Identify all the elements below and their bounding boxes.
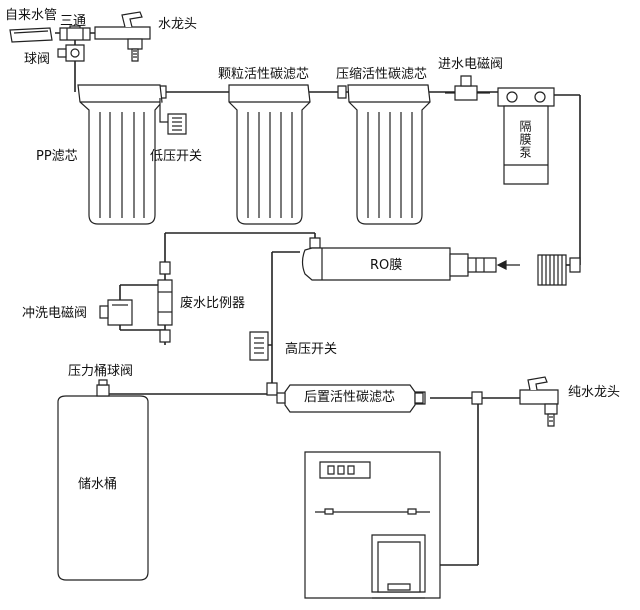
faucet-label: 水龙头	[158, 17, 198, 32]
post-carbon-label: 后置活性碳滤芯	[304, 390, 396, 405]
high-pressure-switch	[250, 332, 268, 360]
inlet-solenoid-label: 进水电磁阀	[438, 57, 504, 72]
tee-label: 三通	[60, 14, 87, 29]
inlet-solenoid-valve	[445, 76, 490, 100]
ro-membrane-label: RO膜	[370, 258, 403, 273]
ro-membrane	[303, 248, 521, 280]
waste-ratio-label: 废水比例器	[180, 296, 246, 311]
tap-water-pipe	[10, 28, 52, 42]
compressed-carbon-housing	[348, 85, 430, 224]
tank-ball-valve-label: 压力桶球阀	[68, 364, 134, 379]
ro-inlet-fitting	[538, 255, 566, 285]
water-dispenser	[305, 452, 440, 598]
diaphragm-pump	[498, 88, 554, 184]
high-pressure-switch-label: 高压开关	[285, 342, 338, 357]
low-pressure-switch-label: 低压开关	[150, 149, 203, 164]
faucet	[95, 12, 150, 61]
storage-tank-label: 储水桶	[78, 477, 118, 492]
ball-valve-label: 球阀	[24, 52, 51, 67]
tap-water-pipe-label: 自来水管	[5, 8, 58, 23]
tee-fitting	[60, 28, 90, 40]
ball-valve	[58, 45, 84, 61]
storage-tank	[58, 396, 148, 580]
compressed-carbon-label: 压缩活性碳滤芯	[336, 67, 428, 82]
flush-solenoid-valve	[100, 300, 132, 325]
pure-faucet-label: 纯水龙头	[568, 385, 621, 400]
granular-carbon-label: 颗粒活性碳滤芯	[218, 67, 310, 82]
waste-ratio-valve	[158, 280, 172, 325]
pp-filter-label: PP滤芯	[36, 149, 78, 164]
granular-carbon-housing	[229, 85, 310, 224]
tank-ball-valve	[97, 380, 109, 396]
pp-filter-housing	[78, 85, 162, 224]
flush-solenoid-label: 冲洗电磁阀	[22, 306, 88, 321]
pure-water-faucet	[520, 377, 558, 426]
diaphragm-pump-label: 隔膜泵	[518, 120, 532, 159]
low-pressure-switch	[160, 98, 186, 134]
post-carbon-filter	[277, 385, 423, 412]
